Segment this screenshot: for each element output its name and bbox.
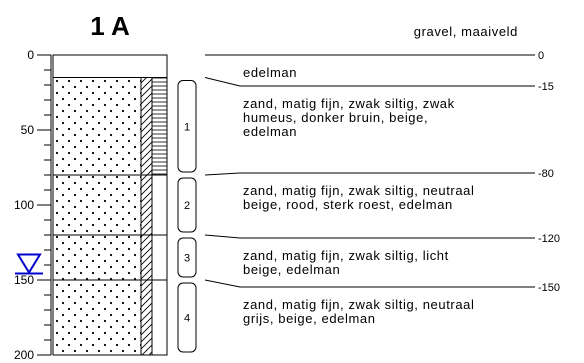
layer-number-box <box>177 80 197 173</box>
layer-numbers: 1 2 3 4 <box>177 80 197 353</box>
layer-description-line: grijs, beige, edelman <box>243 311 376 326</box>
depth-label: -15 <box>538 81 554 93</box>
layer-description-line: beige, edelman <box>243 262 340 277</box>
layer-description-line: humeus, donker bruin, beige, <box>243 110 428 125</box>
depth-label: -150 <box>538 282 560 294</box>
layer-fill-sand <box>53 235 141 280</box>
layer-descriptions: 0 edelman -15 zand, matig fijn, zwak siltig… <box>204 50 560 326</box>
layer-number: 2 <box>184 200 190 212</box>
groundwater-marker <box>15 253 43 275</box>
layer-fill-silt <box>141 280 152 355</box>
depth-label: -80 <box>538 168 554 180</box>
layer-fill-silt <box>141 235 152 280</box>
soil-column <box>52 54 168 356</box>
depth-label: 0 <box>538 50 544 62</box>
depth-label: -120 <box>538 233 560 245</box>
layer-fill-sand <box>53 175 141 235</box>
depth-tick-label: 200 <box>14 348 34 362</box>
soil-column-frame <box>52 54 168 356</box>
layer-fill-sand <box>53 280 141 355</box>
layer-description-line: zand, matig fijn, zwak siltig, neutraal <box>243 183 475 198</box>
layer-description-line: zand, matig fijn, zwak siltig, zwak <box>243 96 455 111</box>
layer-fill-silt <box>141 77 152 175</box>
layer-number: 4 <box>184 313 190 325</box>
boundary-line <box>204 279 535 288</box>
layer-description-line: zand, matig fijn, zwak siltig, neutraal <box>243 297 475 312</box>
layer-fill-sand <box>53 77 141 175</box>
layer-number: 3 <box>184 253 190 265</box>
boundary-line <box>204 172 535 176</box>
layer-fill-silt <box>141 175 152 235</box>
depth-tick-label: 100 <box>14 198 34 212</box>
borehole-title: 1 A <box>90 11 130 41</box>
layer-number-box <box>177 237 197 278</box>
layer-description-line: zand, matig fijn, zwak siltig, licht <box>243 248 449 263</box>
layer-description-line: edelman <box>243 65 297 80</box>
layer-fill-humus <box>152 77 167 175</box>
layer-number: 1 <box>184 121 190 133</box>
depth-tick-label: 150 <box>14 273 34 287</box>
layer-number-box <box>177 177 197 233</box>
depth-tick-label: 0 <box>27 48 34 62</box>
boundary-line <box>204 77 535 87</box>
depth-tick-label: 50 <box>21 123 35 137</box>
depth-axis: 0 50 100 150 200 <box>14 48 52 362</box>
boundary-line <box>204 234 535 239</box>
layer-number-box <box>177 282 197 353</box>
surface-label: gravel, maaiveld <box>414 24 518 39</box>
layer-description-line: edelman <box>243 124 297 139</box>
groundwater-triangle-icon <box>16 253 42 275</box>
layer-description-line: beige, rood, sterk roest, edelman <box>243 197 453 212</box>
